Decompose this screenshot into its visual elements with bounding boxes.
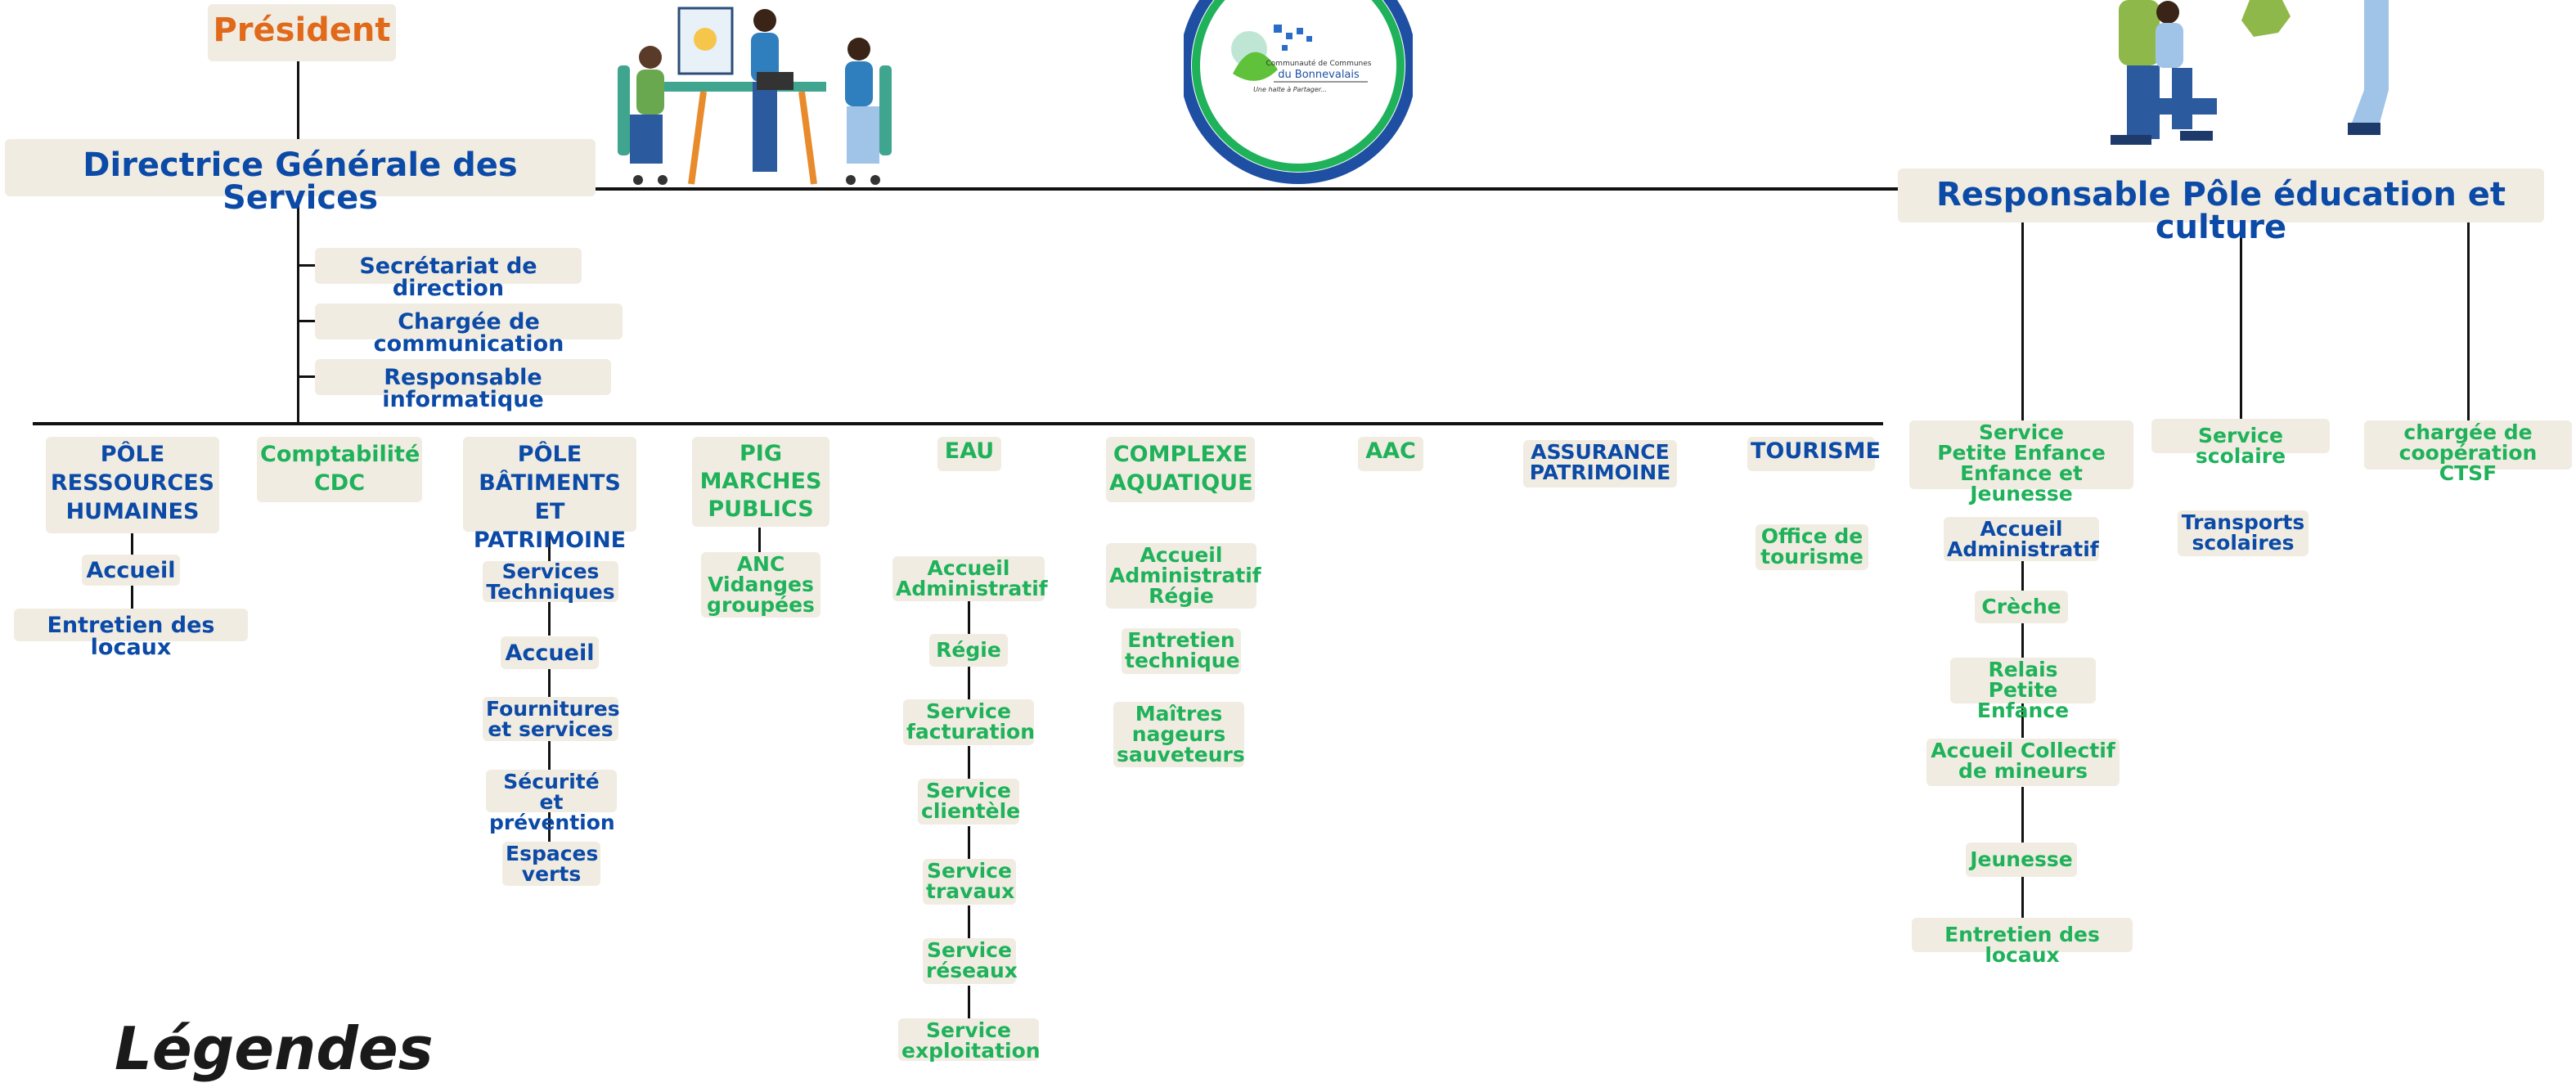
connector-president-dgs [297,61,299,142]
eau-accueil: Accueil Administratif [892,556,1048,601]
dgs-box: Directrice Générale des Services [5,139,596,214]
direction-communication: Chargée de communication [315,303,623,355]
connector-eau-4 [968,826,970,859]
pole-pig: PIG MARCHES PUBLICS [692,437,829,527]
eau-reseaux: Service réseaux [923,938,1018,984]
connector-eau-1 [968,601,970,634]
aquatique-accueil: Accueil Administratif Régie [1106,543,1261,609]
team-meeting-illustration [618,7,892,185]
petite-accueil-collectif: Accueil Collectif de mineurs [1926,739,2120,786]
petite-jeunesse: Jeunesse [1966,843,2077,877]
connector-batiments-4 [548,740,551,770]
connector-batiments-2 [548,601,551,636]
connector-petite-4 [2021,787,2024,843]
logo: Communauté de Communes du Bonnevalais Un… [1184,0,1413,184]
scolaire-transports: Transports scolaires [2178,510,2309,556]
batiments-services-techniques: Services Techniques [483,561,618,602]
connector-edu-ctsf [2467,222,2470,420]
legend-title: Légendes [115,1014,434,1083]
connector-tick-2 [297,320,315,322]
aquatique-entretien: Entretien technique [1122,628,1241,674]
connector-eau-6 [968,986,970,1018]
connector-dgs-main [297,196,299,424]
direction-secretariat: Secrétariat de direction [315,248,582,299]
pole-batiments: PÔLE BÂTIMENTS ET PATRIMOINE [463,437,636,553]
petite-accueil: Accueil Administratif [1944,517,2099,561]
connector-petite-3 [2021,703,2024,738]
pole-aquatique: COMPLEXE AQUATIQUE [1106,437,1255,502]
president-box: Président [208,4,396,61]
connector-rh [131,533,133,555]
tourisme-office: Office de tourisme [1756,524,1868,570]
education-ctsf: chargée de coopération CTSF [2364,420,2572,483]
connector-petite-1 [2021,561,2024,591]
pig-anc: ANC Vidanges groupées [701,552,820,618]
eau-clientele: Service clientèle [918,779,1020,825]
connector-edu-petite [2021,222,2024,420]
aquatique-maitres-nageurs: Maîtres nageurs sauveteurs [1113,702,1245,767]
eau-exploitation: Service exploitation [898,1018,1041,1061]
connector-edu-scolaire [2240,222,2242,419]
connector-poles-horizontal [33,422,1883,425]
pole-assurance: ASSURANCE PATRIMOINE [1523,440,1677,488]
education-scolaire: Service scolaire [2151,419,2330,466]
connector-pig [758,528,761,552]
connector-eau-3 [968,746,970,779]
connector-batiments [548,532,551,561]
eau-travaux: Service travaux [923,859,1016,905]
connector-eau-5 [968,905,970,938]
connector-tick-3 [297,375,315,378]
direction-informatique: Responsable informatique [315,359,611,411]
batiments-fournitures: Fournitures et services [483,697,620,741]
petite-creche: Crèche [1975,591,2068,623]
education-petite-enfance: Service Petite Enfance Enfance et Jeunes… [1909,420,2133,504]
pole-aac: AAC [1358,437,1423,471]
connector-batiments-5 [548,812,551,842]
batiments-securite: Sécurité et prévention [486,770,617,833]
puzzle-team-illustration [2111,0,2389,145]
pole-rh: PÔLE RESSOURCES HUMAINES [46,437,219,533]
pole-tourisme: TOURISME [1747,437,1881,471]
eau-facturation: Service facturation [903,699,1035,745]
connector-eau-2 [968,667,970,699]
pole-compta: Comptabilité CDC [257,437,422,502]
rh-accueil: Accueil [82,555,180,586]
logo-line1: Communauté de Communes [1266,59,1372,68]
petite-relais: Relais Petite Enfance [1950,658,2096,721]
pole-eau: EAU [937,437,1001,471]
logo-tagline: Une halte à Partager... [1253,86,1327,93]
education-head-box: Responsable Pôle éducation et culture [1898,169,2544,244]
connector-tick-1 [297,264,315,267]
batiments-espaces-verts: Espaces verts [502,842,600,886]
batiments-accueil: Accueil [501,636,599,669]
connector-rh-2 [131,586,133,609]
connector-top-horizontal [596,187,1901,191]
logo-line2: du Bonnevalais [1278,69,1360,81]
connector-petite-2 [2021,623,2024,658]
rh-entretien: Entretien des locaux [14,609,248,658]
connector-batiments-3 [548,669,551,697]
petite-entretien: Entretien des locaux [1912,918,2133,965]
connector-petite-5 [2021,877,2024,918]
eau-regie: Régie [929,634,1008,667]
